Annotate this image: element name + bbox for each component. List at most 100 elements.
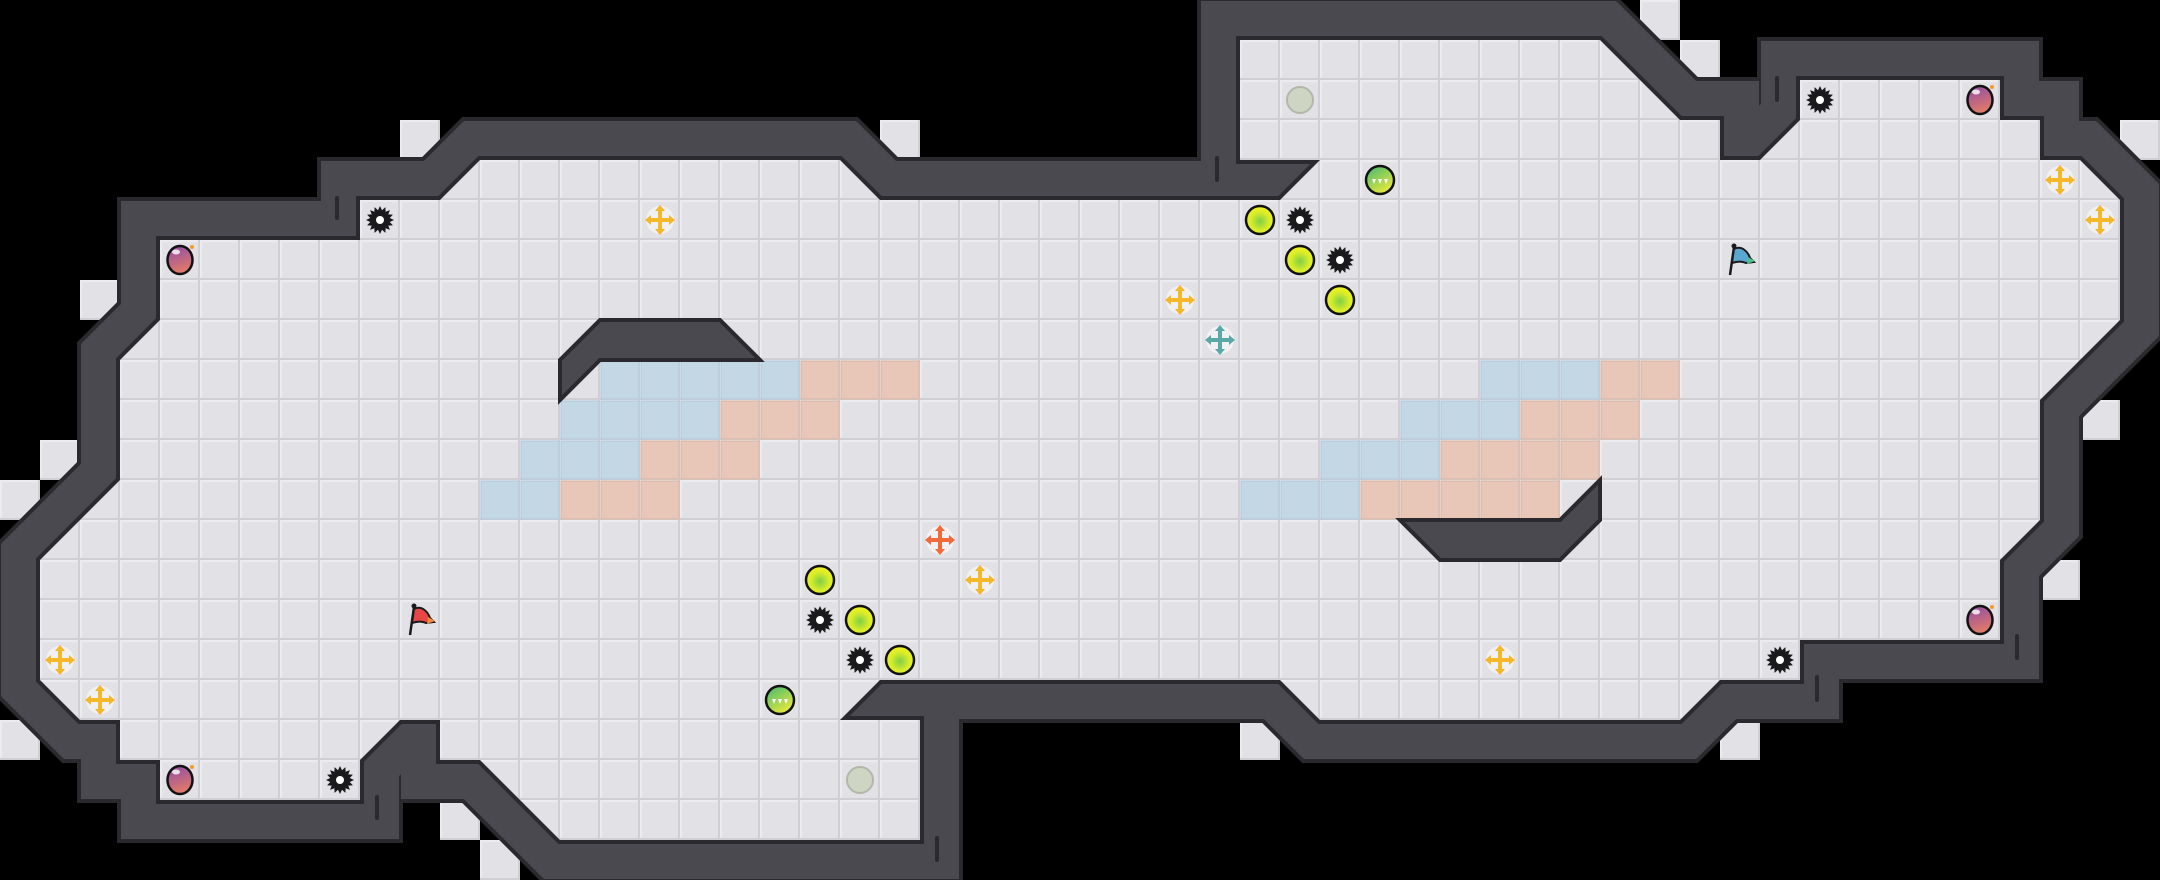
yellow-cross-icon [1485,645,1515,675]
orange-tile [1560,400,1600,440]
flag-knob [411,603,417,609]
gear-hub [1816,96,1824,104]
orange-tile [1520,400,1560,440]
gear-icon [1326,246,1354,274]
orange-tile [1480,440,1520,480]
orange-tile [1360,480,1400,520]
cross-arrows [45,645,75,675]
blob [166,764,194,796]
green-ball-icon [764,684,796,716]
blue-tile [560,400,600,440]
gear-hub [816,616,824,624]
cross-arrows [965,565,995,595]
yellow-ball-icon [1284,244,1316,276]
cross-arrows [925,525,955,555]
yellow-cross-icon [1165,285,1195,315]
blue-tile [640,400,680,440]
blob-shine [1972,609,1980,615]
gear-hub [856,656,864,664]
blue-tile [520,440,560,480]
green-ball-icon [1364,164,1396,196]
ball [804,564,836,596]
gear-hub [1776,656,1784,664]
orange-tile [720,400,760,440]
yellow-cross-icon [45,645,75,675]
orange-tile [800,360,840,400]
orange-tile [560,480,600,520]
gear-icon [1806,86,1834,114]
blue-tile [600,360,640,400]
blue-tile [520,480,560,520]
blue-tile [1560,360,1600,400]
orange-tile [880,360,920,400]
gear-hub [1296,216,1304,224]
blue-tile [1440,400,1480,440]
blob-shine [172,769,180,775]
ball [1284,244,1316,276]
gear-icon [366,206,394,234]
purple-blob-icon [1966,604,1994,636]
blue-tile [1360,440,1400,480]
purple-blob-icon [166,764,194,796]
orange-tile [600,480,640,520]
orange-tile [1520,440,1560,480]
yellow-cross-icon [85,685,115,715]
blob-spark [190,245,194,249]
gear-hub [376,216,384,224]
floor [40,40,2120,840]
ball [1324,284,1356,316]
pad [1286,86,1314,114]
orange-tile [640,480,680,520]
blue-tile [720,360,760,400]
blob [1966,84,1994,116]
yellow-cross-icon [2045,165,2075,195]
orange-tile [1560,440,1600,480]
orange-tile [1440,480,1480,520]
ball [884,644,916,676]
gear-icon [1766,646,1794,674]
blue-tile [560,440,600,480]
blob [1966,604,1994,636]
yellow-ball-icon [884,644,916,676]
wall-markers [335,76,2019,862]
orange-tile [720,440,760,480]
gear-icon [326,766,354,794]
blue-tile [1520,360,1560,400]
blue-tile [640,360,680,400]
cross-arrows [1485,645,1515,675]
orange-tile [760,400,800,440]
blue-tile [680,360,720,400]
inner-wall-block [558,318,765,405]
gray-circle-icon [846,766,874,794]
teal-cross-icon [1205,325,1235,355]
blue-tile [1480,360,1520,400]
orange-tile [640,440,680,480]
purple-blob-icon [1966,84,1994,116]
yellow-cross-icon [2085,205,2115,235]
cross-arrows [645,205,675,235]
ball [844,604,876,636]
blue-tile [480,480,520,520]
blue-tile [1320,440,1360,480]
orange-tile [1600,360,1640,400]
spikes [772,699,788,704]
blue-tile [1280,480,1320,520]
yellow-cross-icon [645,205,675,235]
orange-tile [1640,360,1680,400]
cross-arrows [85,685,115,715]
red-flag-icon [408,603,437,636]
colored-tiles [480,360,1680,520]
pad [846,766,874,794]
cross-arrows [2085,205,2115,235]
blue-tile [600,400,640,440]
flag-tail [427,617,435,624]
blob-spark [1990,605,1994,609]
blob [166,244,194,276]
yellow-ball-icon [804,564,836,596]
blue-tile [1400,400,1440,440]
blob-shine [172,249,180,255]
inner-wall-block [1395,475,1602,562]
spikes [1372,179,1388,184]
